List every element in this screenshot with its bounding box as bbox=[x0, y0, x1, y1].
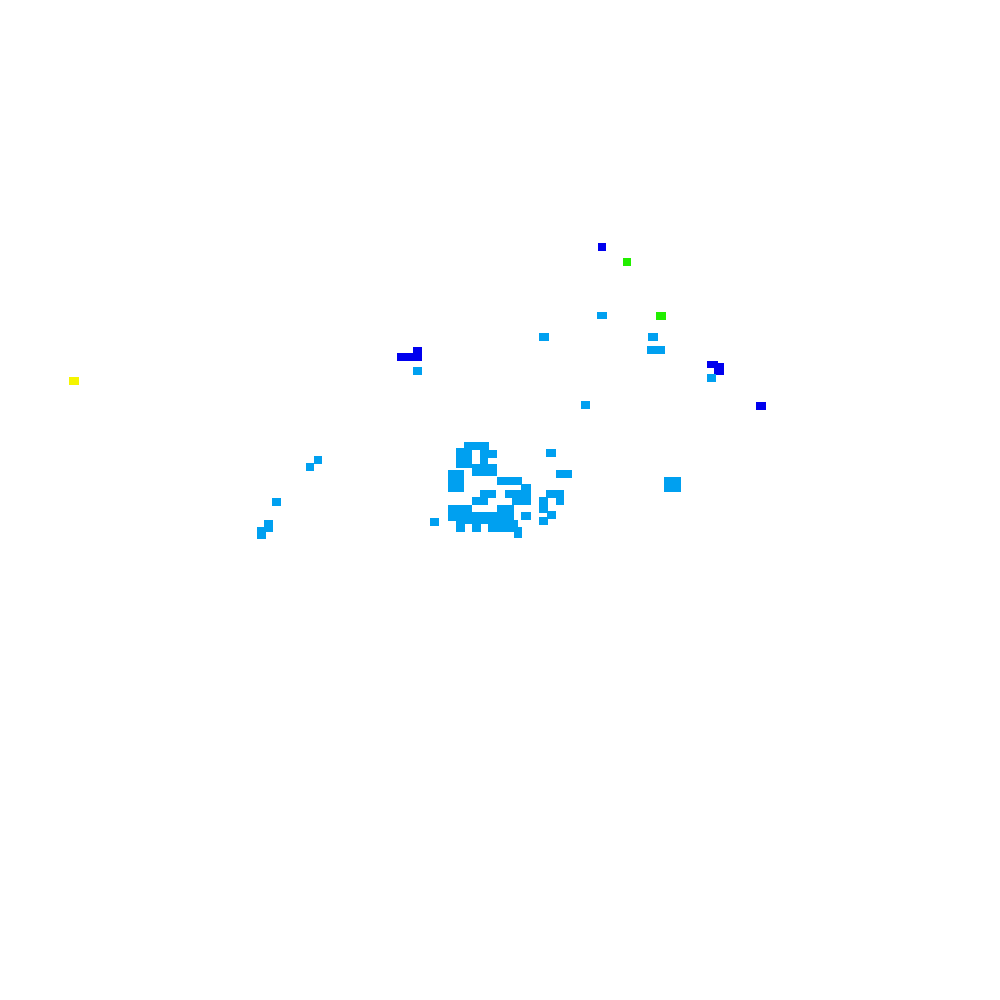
heatmap-cell-blue bbox=[756, 402, 766, 410]
heatmap-cell-light-blue bbox=[556, 470, 572, 478]
heatmap-cell-light-blue bbox=[521, 512, 531, 520]
heatmap-cell-light-blue bbox=[480, 448, 488, 468]
heatmap-cell-light-blue bbox=[430, 518, 439, 526]
heatmap-cell-light-blue bbox=[272, 498, 281, 506]
heatmap-cell-light-blue bbox=[497, 505, 514, 521]
heatmap-cell-light-blue bbox=[456, 515, 465, 532]
heatmap-cell-light-blue bbox=[514, 527, 522, 538]
heatmap-cell-light-blue bbox=[539, 517, 548, 525]
heatmap-cell-light-blue bbox=[546, 490, 564, 498]
heatmap-cell-light-blue bbox=[521, 484, 531, 505]
heatmap-cell-light-blue bbox=[556, 497, 564, 505]
heatmap-cell-light-blue bbox=[472, 497, 488, 505]
heatmap-cell-light-blue bbox=[264, 520, 273, 532]
heatmap-cell-light-blue bbox=[448, 470, 464, 492]
heatmap-cell-light-blue bbox=[472, 520, 481, 532]
heatmap-cell-yellow bbox=[69, 377, 79, 385]
heatmap-cell-light-blue bbox=[512, 497, 530, 505]
heatmap-cell-green bbox=[623, 258, 631, 266]
heatmap-cell-light-blue bbox=[505, 490, 529, 498]
heatmap-cell-light-blue bbox=[472, 464, 497, 476]
heatmap-cell-light-blue bbox=[546, 449, 556, 457]
heatmap-cell-blue bbox=[413, 347, 422, 361]
heatmap-cell-light-blue bbox=[664, 477, 681, 492]
heatmap-cell-light-blue bbox=[647, 346, 665, 354]
heatmap-cell-light-blue bbox=[539, 333, 549, 341]
heatmap-cell-light-blue bbox=[581, 401, 590, 409]
heatmap-cell-light-blue bbox=[413, 367, 422, 375]
heatmap-cell-light-blue bbox=[488, 450, 497, 458]
heatmap-cell-light-blue bbox=[464, 442, 489, 450]
heatmap-cell-light-blue bbox=[488, 520, 518, 532]
heatmap-cell-light-blue bbox=[314, 456, 322, 464]
heatmap-cell-light-blue bbox=[547, 511, 556, 519]
heatmap-cell-light-blue bbox=[456, 448, 472, 468]
heatmap-cell-light-blue bbox=[480, 490, 496, 498]
heatmap-cell-blue bbox=[397, 353, 417, 361]
heatmap-cell-light-blue bbox=[257, 527, 266, 539]
heatmap-cell-green bbox=[656, 312, 666, 320]
heatmap-cell-light-blue bbox=[707, 374, 716, 382]
heatmap-cell-blue bbox=[598, 243, 606, 251]
heatmap-cell-light-blue bbox=[497, 477, 522, 485]
heatmap-cell-blue bbox=[714, 363, 724, 375]
heatmap-cell-light-blue bbox=[539, 497, 548, 513]
heatmap-cell-light-blue bbox=[597, 312, 607, 319]
heatmap-cell-light-blue bbox=[306, 463, 314, 471]
heatmap-cell-blue bbox=[707, 361, 718, 368]
heatmap-cell-light-blue bbox=[648, 333, 658, 341]
heatmap-cells bbox=[69, 243, 766, 539]
